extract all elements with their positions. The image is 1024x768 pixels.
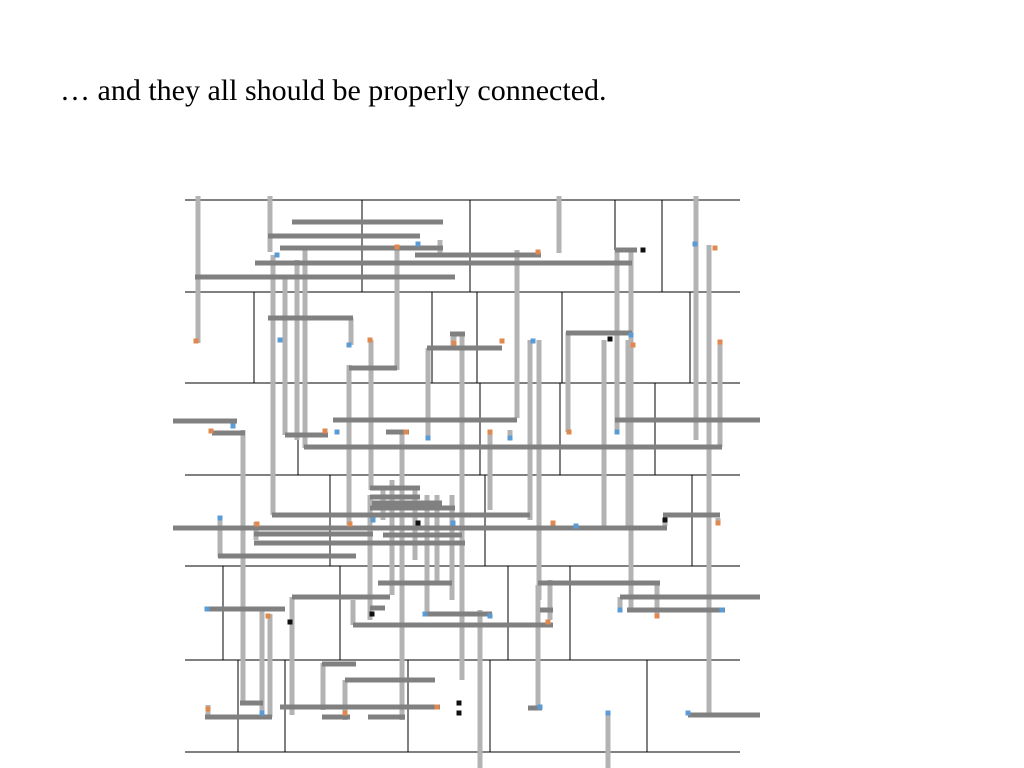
pin-terminal xyxy=(685,710,691,716)
pin-terminal xyxy=(628,332,634,338)
pin-terminal xyxy=(204,606,210,612)
pin-terminal xyxy=(545,619,551,625)
pin-terminal xyxy=(287,619,293,625)
pin-terminal xyxy=(715,520,721,526)
pin-terminal xyxy=(415,520,421,526)
vertical-wire-layer xyxy=(195,196,723,768)
pin-terminal xyxy=(369,611,375,617)
pin-terminal xyxy=(499,338,505,344)
pin-terminal xyxy=(422,611,428,617)
horizontal-wire-layer xyxy=(173,219,760,720)
pin-terminal xyxy=(403,429,409,435)
pin-terminal xyxy=(334,429,340,435)
pin-terminal xyxy=(415,241,421,247)
pin-terminal xyxy=(692,241,698,247)
pin-terminal xyxy=(367,337,373,343)
slide-title: … and they all should be properly connec… xyxy=(60,74,607,107)
pin-terminal xyxy=(654,613,660,619)
pin-terminal xyxy=(265,613,271,619)
pin-terminal xyxy=(640,247,646,253)
pin-terminal xyxy=(217,515,223,521)
pin-terminal xyxy=(530,338,536,344)
pin-terminal xyxy=(630,342,636,348)
pin-terminal xyxy=(712,245,718,251)
pin-terminal xyxy=(614,429,620,435)
pin-terminal xyxy=(566,429,572,435)
pin-terminal xyxy=(487,613,493,619)
pin-terminal xyxy=(717,339,723,345)
pin-terminal xyxy=(535,249,541,255)
pin-terminal xyxy=(208,428,214,434)
pin-terminal xyxy=(193,338,199,344)
pin-terminal xyxy=(277,337,283,343)
pin-terminal xyxy=(259,710,265,716)
pin-terminal xyxy=(507,435,513,441)
pin-terminal xyxy=(342,710,348,716)
pin-terminal xyxy=(573,523,579,529)
pin-terminal xyxy=(487,429,493,435)
pin-terminal xyxy=(347,521,353,527)
pin-terminal xyxy=(451,340,457,346)
pin-terminal xyxy=(205,706,211,712)
pin-terminal xyxy=(605,710,611,716)
pin-terminal xyxy=(434,704,440,710)
pin-terminal xyxy=(662,517,668,523)
pin-terminal xyxy=(394,244,400,250)
pin-terminal xyxy=(607,336,613,342)
pin-terminal xyxy=(425,435,431,441)
pin-terminal xyxy=(719,607,725,613)
pin-terminal xyxy=(274,252,280,258)
pin-terminal xyxy=(370,517,376,523)
pin-terminal xyxy=(537,704,543,710)
pin-terminal xyxy=(550,520,556,526)
pin-terminal xyxy=(230,423,236,429)
pin-terminal xyxy=(450,520,456,526)
pin-terminal xyxy=(617,607,623,613)
pin-terminal xyxy=(456,700,462,706)
pin-terminal xyxy=(456,710,462,716)
pin-terminal xyxy=(322,428,328,434)
pin-layer xyxy=(193,241,725,716)
pin-terminal xyxy=(346,342,352,348)
pin-terminal xyxy=(254,521,260,527)
